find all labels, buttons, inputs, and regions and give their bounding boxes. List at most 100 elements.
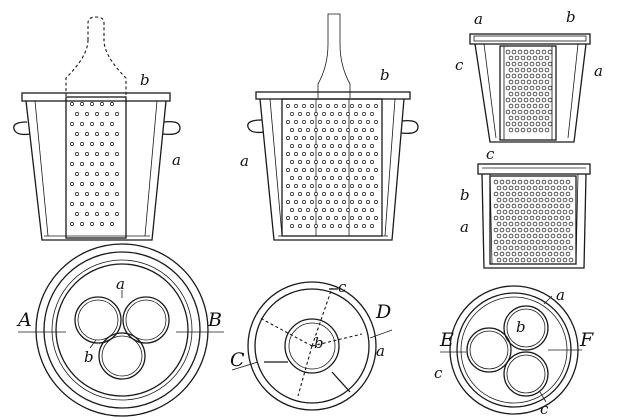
perforation-hole xyxy=(505,109,511,115)
perforation-hole xyxy=(302,200,306,204)
perforation-hole xyxy=(499,203,505,209)
perforation-hole xyxy=(508,185,514,191)
perforation-hole xyxy=(294,168,298,172)
perforation-hole xyxy=(342,168,346,172)
perforation-hole xyxy=(286,200,290,204)
perforation-hole xyxy=(338,176,342,180)
perforation-hole xyxy=(508,221,514,227)
perforation-hole xyxy=(370,160,374,164)
perforation-hole xyxy=(286,152,290,156)
perforation-hole xyxy=(362,208,366,212)
perforation-hole xyxy=(502,209,508,215)
perforation-hole xyxy=(493,203,499,209)
perforation-hole xyxy=(370,176,374,180)
perforation-hole xyxy=(350,136,354,140)
perforation-hole xyxy=(520,245,526,251)
perforation-hole xyxy=(517,227,523,233)
perforation-hole xyxy=(338,128,342,132)
perforation-hole xyxy=(523,239,529,245)
perforation-hole xyxy=(354,224,358,228)
perforation-hole xyxy=(350,120,354,124)
perforation-hole xyxy=(358,168,362,172)
perforation-hole xyxy=(511,109,517,115)
perforation-hole xyxy=(544,233,550,239)
perforation-hole xyxy=(362,224,366,228)
perforation-hole xyxy=(550,245,556,251)
perforation-hole xyxy=(565,191,571,197)
perforation-hole xyxy=(547,239,553,245)
perforation-hole xyxy=(346,192,350,196)
section-label-E: E xyxy=(439,329,454,351)
perforation-hole xyxy=(70,162,74,166)
perforation-hole xyxy=(70,122,74,126)
perforation-hole xyxy=(517,239,523,245)
perforation-hole xyxy=(374,152,378,156)
perforation-hole xyxy=(70,202,74,206)
perforation-hole xyxy=(556,209,562,215)
perforation-hole xyxy=(342,216,346,220)
perforation-hole xyxy=(318,104,322,108)
perforation-hole xyxy=(547,203,553,209)
perforation-hole xyxy=(318,152,322,156)
perforation-hole xyxy=(508,245,514,251)
figure-2-pail-with-bottle xyxy=(247,13,419,241)
perforation-hole xyxy=(302,136,306,140)
perforation-hole xyxy=(526,91,532,97)
perforation-hole xyxy=(342,184,346,188)
perforation-hole xyxy=(310,152,314,156)
perforation-hole xyxy=(553,203,559,209)
basket-circle xyxy=(98,332,146,380)
perforation-hole xyxy=(547,73,553,79)
perforation-hole xyxy=(350,168,354,172)
perforation-hole xyxy=(505,49,511,55)
perforation-hole xyxy=(529,251,535,257)
perforation-hole xyxy=(547,227,553,233)
label-b: b xyxy=(380,66,390,84)
perforation-hole xyxy=(568,209,574,215)
perforation-hole xyxy=(290,176,294,180)
perforation-hole xyxy=(294,152,298,156)
perforation-hole xyxy=(514,91,520,97)
perforation-hole xyxy=(532,245,538,251)
perforation-hole xyxy=(90,122,94,126)
perforation-hole xyxy=(322,176,326,180)
perforation-hole xyxy=(322,192,326,196)
perforation-hole xyxy=(538,257,544,263)
perforation-hole xyxy=(115,152,119,156)
perforation-hole xyxy=(508,115,514,121)
figure-4-container-section xyxy=(477,163,591,269)
figure-3-container-section xyxy=(469,33,591,143)
figure-6-plan-view xyxy=(231,281,393,411)
perforation-hole xyxy=(496,257,502,263)
perforation-hole xyxy=(350,184,354,188)
perforation-hole xyxy=(541,97,547,103)
perforation-hole xyxy=(374,200,378,204)
perforation-hole xyxy=(541,179,547,185)
perforation-hole xyxy=(523,97,529,103)
perforation-hole xyxy=(346,224,350,228)
perforation-hole xyxy=(496,185,502,191)
perforation-hole xyxy=(342,152,346,156)
perforation-hole xyxy=(544,257,550,263)
perforation-hole xyxy=(520,209,526,215)
perforation-hole xyxy=(334,120,338,124)
perforation-hole xyxy=(523,191,529,197)
label-a: a xyxy=(474,10,483,28)
perforation-hole xyxy=(541,121,547,127)
perforation-hole xyxy=(354,128,358,132)
perforation-hole xyxy=(508,103,514,109)
figure-1-pail-with-bottle xyxy=(13,16,181,241)
perforation-hole xyxy=(550,209,556,215)
perforation-hole xyxy=(514,67,520,73)
perforation-hole xyxy=(334,104,338,108)
perforation-hole xyxy=(520,221,526,227)
perforation-hole xyxy=(310,216,314,220)
label-c: c xyxy=(486,145,495,163)
perforation-hole xyxy=(550,197,556,203)
figure-5-plan-view xyxy=(18,243,224,417)
perforation-hole xyxy=(511,61,517,67)
perforation-hole xyxy=(529,239,535,245)
perforation-hole xyxy=(370,224,374,228)
perforation-hole xyxy=(90,182,94,186)
perforation-hole xyxy=(306,144,310,148)
